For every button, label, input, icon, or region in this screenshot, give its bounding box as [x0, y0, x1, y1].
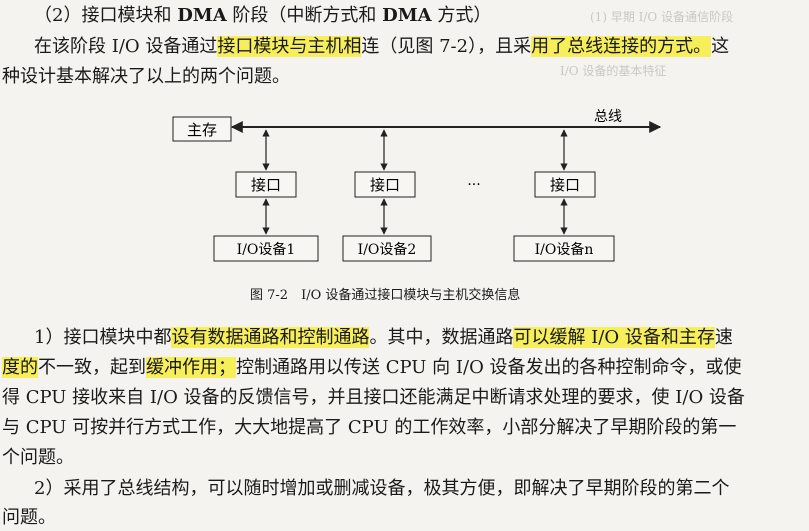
para2-line-2: 问题。 [2, 507, 56, 528]
para2-line-1: 2）采用了总线结构，可以随时增加或删减设备，极其方便，即解决了早期阶段的第二个 [34, 478, 730, 499]
para1-line-3: 得 CPU 接收来自 I/O 设备的反馈信号，并且接口还能满足中断请求处理的要求… [2, 387, 745, 408]
interface-box [534, 171, 596, 198]
interface-box [354, 171, 416, 198]
section-heading: （2）接口模块和 DMA 阶段（中断方式和 DMA 方式） [34, 5, 492, 26]
intro-line-2: 种设计基本解决了以上的两个问题。 [2, 66, 290, 87]
ellipsis: ··· [467, 177, 480, 193]
bus-diagram: 主存 总线 接口 接口 接口 ··· I/O设备1 I/O设备2 I/O设备n [172, 109, 662, 262]
interface-label: 接口 [550, 176, 580, 194]
figure-caption: 图 7-2 I/O 设备通过接口模块与主机交换信息 [250, 288, 521, 303]
para1-line-4: 与 CPU 可按并行方式工作，大大地提高了 CPU 的工作效率，小部分解决了早期… [2, 417, 737, 438]
para1-line-5: 个问题。 [2, 447, 74, 468]
highlight: 可以缓解 I/O 设备和主存 [513, 327, 715, 348]
device-label: I/O设备n [535, 241, 594, 258]
highlight: 度的 [2, 357, 38, 378]
para1-line-1: 1）接口模块中都设有数据通路和控制通路。其中，数据通路可以缓解 I/O 设备和主… [34, 327, 733, 348]
highlight: 接口模块与主机相 [217, 36, 362, 57]
device-box [342, 235, 432, 262]
device-box [213, 235, 319, 262]
device-box [513, 235, 615, 262]
interface-label: 接口 [251, 176, 281, 194]
para1-line-2: 度的不一致，起到缓冲作用；控制通路用以传送 CPU 向 I/O 设备发出的各种控… [2, 357, 742, 378]
device-label: I/O设备2 [358, 241, 417, 258]
highlight: 设有数据通路和控制通路 [171, 327, 370, 348]
highlight: 用了总线连接的方式。 [531, 36, 712, 57]
bleed-through-text: (1) 早期 I/O 设备通信阶段 [590, 10, 734, 24]
highlight: 缓冲作用； [146, 357, 236, 378]
memory-box [172, 116, 232, 142]
interface-label: 接口 [370, 176, 400, 194]
intro-line-1: 在该阶段 I/O 设备通过接口模块与主机相连（见图 7-2），且采用了总线连接的… [34, 36, 730, 57]
device-label: I/O设备1 [237, 241, 296, 258]
bleed-through-text: I/O 设备的基本特征 [560, 64, 667, 78]
bus-label: 总线 [594, 109, 622, 125]
interface-box [235, 171, 297, 198]
memory-label: 主存 [187, 121, 217, 139]
